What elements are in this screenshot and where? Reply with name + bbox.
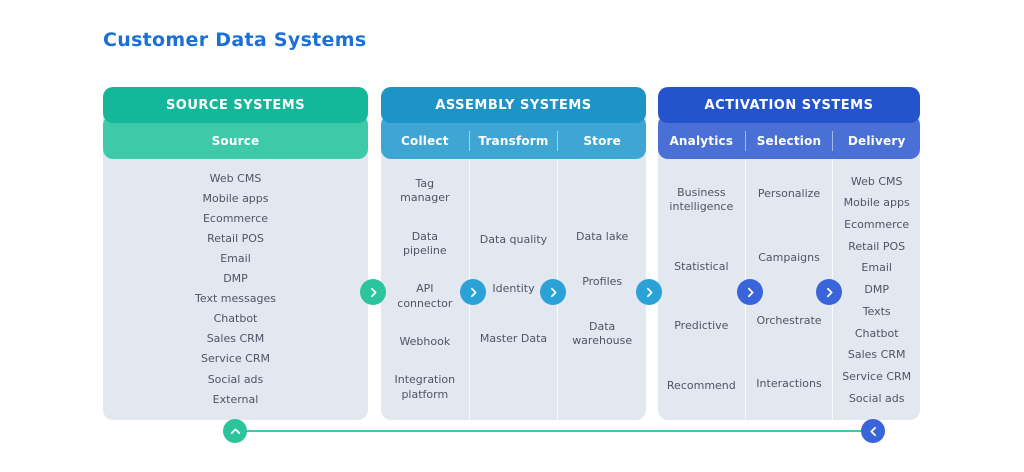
list-item: Personalize [757,187,821,201]
list-item: Master Data [479,331,548,345]
list-item: Integration platform [394,373,456,401]
list-item: Retail POS [848,239,906,253]
list-item: Ecommerce [202,211,269,225]
list-item: API connector [397,282,453,310]
list-item: Web CMS [850,174,903,188]
chevron-right-icon [470,287,477,297]
list-item: Sales CRM [206,332,265,346]
list-item: Data lake [576,230,629,244]
list-item: Social ads [848,391,905,405]
divider [832,131,834,151]
list-item: Texts [862,304,891,318]
list-item: Service CRM [201,352,270,366]
subheader-source: Source [211,134,260,148]
list-item: Interactions [756,377,822,391]
subheader-analytics: Analytics [669,134,734,148]
list-item: Orchestrate [756,313,822,327]
divider [744,131,746,151]
list-item: Service CRM [842,370,912,384]
list-item: DMP [223,272,248,286]
panel-activation-systems: ACTIVATION SYSTEMS Analytics Selection D… [658,87,920,420]
list-item: Social ads [207,372,264,386]
subheader-store: Store [583,134,622,148]
list-item: Chatbot [213,312,258,326]
list-item: Identity [492,282,535,296]
source-systems-header: SOURCE SYSTEMS [103,87,368,123]
arrow-collect-to-transform [460,279,486,305]
list-item: Recommend [666,378,736,392]
list-item: Mobile apps [843,196,910,210]
list-item: Campaigns [758,250,820,264]
chevron-up-icon [230,427,240,434]
arrow-selection-to-delivery [816,279,842,305]
list-item: Email [220,252,251,266]
list-item: Ecommerce [844,218,910,232]
list-item: Email [861,261,892,275]
chevron-right-icon [550,287,557,297]
list-item: Profiles [582,274,623,288]
subheader-transform: Transform [478,134,549,148]
divider [468,131,470,151]
panel-assembly-systems: ASSEMBLY SYSTEMS Collect Transform Store… [381,87,646,420]
activation-systems-header: ACTIVATION SYSTEMS [658,87,920,123]
list-item: DMP [864,283,889,297]
list-item: Data quality [479,232,548,246]
chevron-right-icon [370,287,377,297]
subheader-collect: Collect [401,134,449,148]
list-item: Tag manager [400,176,450,205]
chevron-right-icon [826,287,833,297]
list-item: Business intelligence [669,185,734,214]
subheader-selection: Selection [756,134,822,148]
feedback-loop-start [223,419,247,443]
chevron-right-icon [747,287,754,297]
panel-source-systems: SOURCE SYSTEMS Source Web CMS Mobile apps… [103,87,368,420]
page-title: Customer Data Systems [103,29,367,51]
arrow-transform-to-store [540,279,566,305]
list-item: Statistical [674,259,729,273]
chevron-right-icon [646,287,653,297]
chevron-left-icon [869,426,876,436]
feedback-loop-end [861,419,885,443]
assembly-systems-header: ASSEMBLY SYSTEMS [381,87,646,123]
list-item: Predictive [674,319,729,333]
list-item: Webhook [399,334,451,348]
list-item: Mobile apps [202,191,269,205]
list-item: External [212,392,259,406]
list-item: Data pipeline [403,229,447,258]
list-item: Data warehouse [572,319,633,348]
divider [557,131,559,151]
arrow-analytics-to-selection [737,279,763,305]
arrow-store-to-analytics [636,279,662,305]
list-item: Web CMS [209,171,262,185]
arrow-source-to-collect [360,279,386,305]
feedback-loop-line [235,430,873,432]
subheader-delivery: Delivery [847,134,906,148]
list-item: Chatbot [854,326,899,340]
list-item: Text messages [195,292,276,306]
list-item: Retail POS [207,232,264,246]
list-item: Sales CRM [847,348,906,362]
